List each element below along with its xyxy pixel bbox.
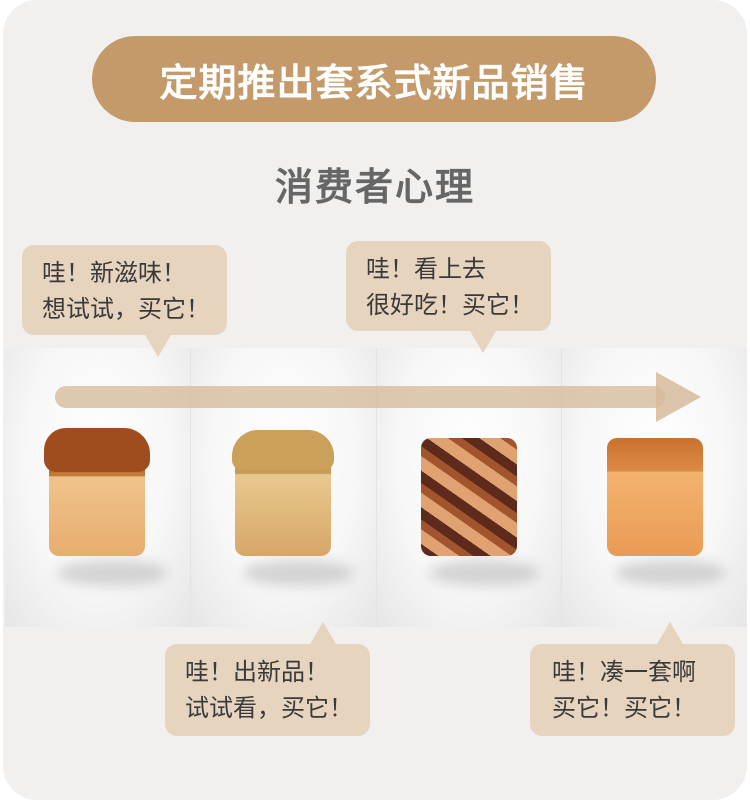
section-subtitle: 消费者心理 <box>274 165 475 209</box>
page-title: 定期推出套系式新品销售 <box>92 36 656 122</box>
cube-shadow <box>428 560 539 586</box>
timeline-arrow-shaft <box>55 386 665 408</box>
speech-bubble-2-tail <box>470 331 496 353</box>
speech-bubble-2: 哇！看上去 很好吃！买它！ <box>346 241 551 331</box>
chocolate-swirl-bread-cube-image <box>420 438 517 556</box>
bubble-2-line-1: 哇！看上去 <box>366 255 486 283</box>
bubble-1-line-2: 想试试，买它！ <box>42 295 210 323</box>
speech-bubble-1: 哇！新滋味！ 想试试，买它！ <box>22 245 227 335</box>
speech-bubble-1-tail <box>145 335 171 357</box>
bubble-2-line-2: 很好吃！买它！ <box>366 291 534 319</box>
bubble-4-line-2: 买它！买它！ <box>552 694 696 722</box>
timeline-arrow-head-icon <box>656 372 701 422</box>
bubble-4-line-1: 哇！凑一套啊 <box>552 658 696 686</box>
bubble-1-line-1: 哇！新滋味！ <box>42 259 186 287</box>
square-toast-cube-image <box>606 438 703 556</box>
speech-bubble-3: 哇！出新品！ 试试看，买它！ <box>165 644 370 736</box>
bubble-3-line-2: 试试看，买它！ <box>185 694 353 722</box>
bubble-3-line-1: 哇！出新品！ <box>185 658 329 686</box>
cube-shadow <box>614 560 725 586</box>
speech-bubble-4-tail <box>657 622 683 644</box>
cube-shadow <box>57 560 168 586</box>
cube-shadow <box>243 560 354 586</box>
cheese-bread-cube-image <box>44 428 151 556</box>
seeded-bread-cube-image <box>232 430 335 556</box>
speech-bubble-4: 哇！凑一套啊 买它！买它！ <box>530 644 735 736</box>
speech-bubble-3-tail <box>310 622 336 644</box>
